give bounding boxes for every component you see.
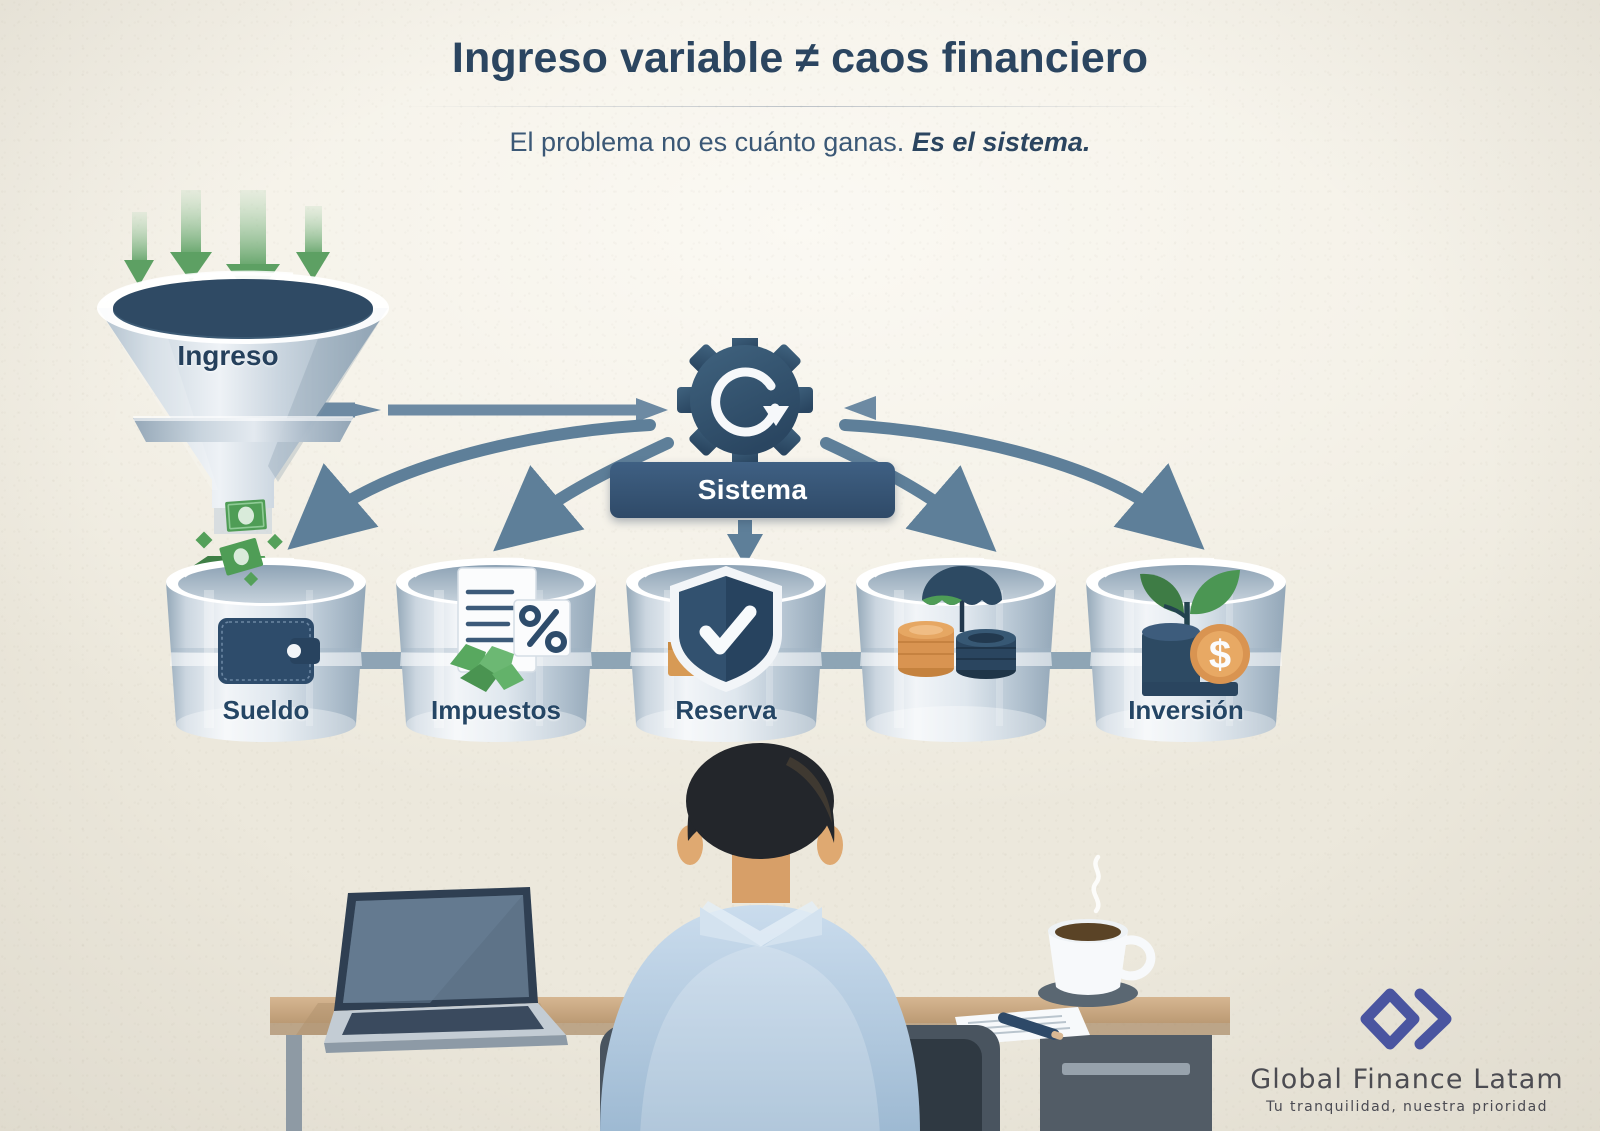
arrow-sistema-to-impuestos — [493, 437, 674, 552]
bucket-impuestos[interactable]: Impuestos — [390, 556, 602, 756]
shield-check-icon — [668, 566, 782, 692]
system-label: Sistema — [697, 474, 808, 505]
funnel-body — [97, 270, 389, 508]
coins-umbrella-icon — [898, 566, 1016, 679]
coin-stack-dark — [956, 629, 1016, 679]
subtitle-plain: El problema no es cuánto ganas. — [509, 127, 912, 157]
coin-stack-orange — [898, 621, 954, 677]
svg-text:$: $ — [1209, 633, 1231, 677]
arrow-sistema-to-reserva — [727, 520, 763, 566]
income-funnel: Ingreso — [78, 190, 398, 587]
allocation-buckets: Sueldo — [0, 556, 1600, 766]
funnel-label: Ingreso — [177, 340, 279, 371]
laptop-icon — [296, 887, 568, 1053]
bucket-connector-2 — [576, 652, 644, 669]
bucket-label-inversion: Inversión — [1128, 695, 1244, 725]
arrow-sistema-to-bucket-4 — [820, 437, 997, 552]
header: Ingreso variable ≠ caos financiero El pr… — [0, 34, 1600, 158]
bucket-label-sueldo: Sueldo — [222, 695, 310, 725]
arrow-sistema-to-sueldo — [287, 419, 656, 550]
subtitle-emphasis: Es el sistema. — [911, 127, 1091, 157]
diamond-chevron-logo-icon — [1360, 988, 1452, 1050]
coffee-cup-icon — [1038, 854, 1156, 1007]
system-badge[interactable]: Sistema — [610, 462, 895, 518]
logo-company-name: Global Finance Latam — [1250, 1064, 1564, 1095]
bucket-reserva[interactable]: Reserva — [620, 556, 832, 756]
logo-tagline: Tu tranquilidad, nuestra prioridad — [1266, 1099, 1548, 1115]
system-node[interactable]: Sistema — [610, 338, 895, 528]
wallet-icon — [218, 618, 320, 684]
plant-coin-icon: $ — [1140, 570, 1250, 696]
gear-refresh-icon — [677, 338, 813, 468]
arrow-sistema-to-inversion — [839, 419, 1205, 550]
header-divider — [400, 106, 1200, 107]
desk-scene — [0, 735, 1600, 1131]
bucket-label-impuestos: Impuestos — [430, 695, 562, 725]
brand-logo: Global Finance Latam Tu tranquilidad, nu… — [1242, 982, 1572, 1115]
document-percent-icon — [450, 567, 571, 692]
bucket-connector-4 — [1036, 652, 1104, 669]
page-title: Ingreso variable ≠ caos financiero — [451, 34, 1149, 82]
bucket-inversion[interactable]: $ Inversión — [1080, 556, 1292, 756]
person-back-view — [600, 743, 920, 1131]
bucket-connector-3 — [806, 652, 874, 669]
page-subtitle: El problema no es cuánto ganas. Es el si… — [0, 127, 1600, 158]
bucket-proteccion[interactable] — [850, 556, 1062, 756]
bucket-label-reserva: Reserva — [675, 695, 777, 725]
funnel-outflow-money — [195, 499, 283, 587]
arrow-return-to-sistema — [844, 396, 1355, 420]
